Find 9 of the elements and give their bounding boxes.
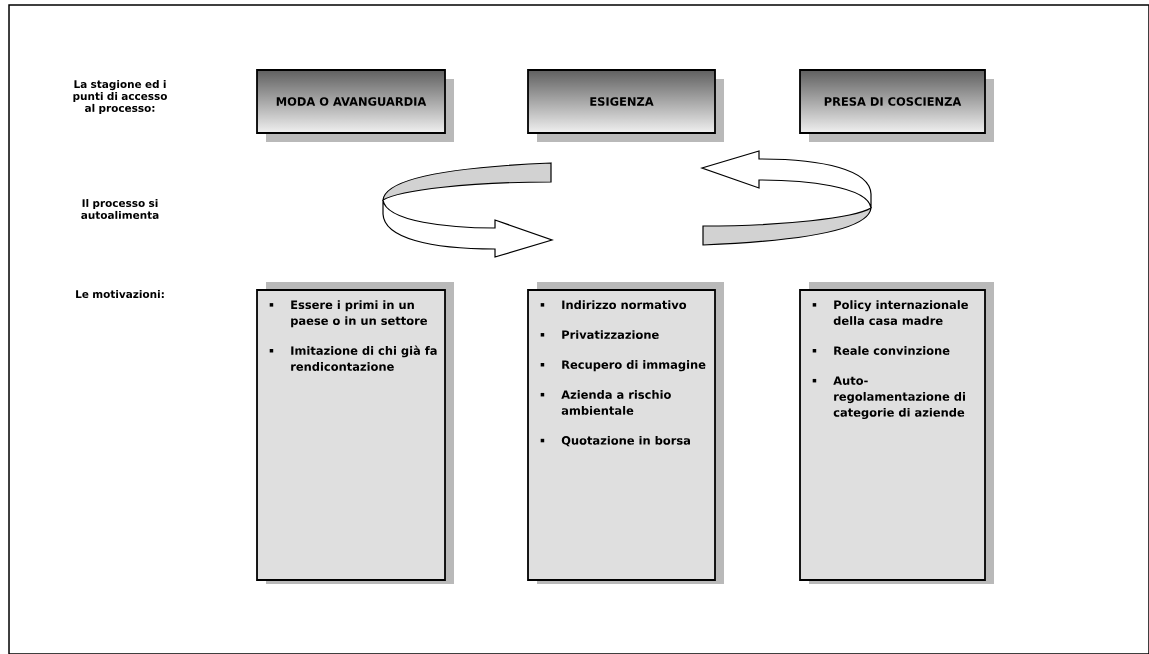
row-label: Le motivazioni: xyxy=(76,289,164,299)
process-box: MODA O AVANGUARDIA xyxy=(256,69,454,142)
row-label: Il processo si autoalimenta xyxy=(81,199,159,219)
motivation-box: Indirizzo normativo Privatizzazione Recupero di immagine Azienda a rischio ambientale Quotazione in borsa xyxy=(527,282,724,584)
motivation-box: Policy internazionale della casa madre Reale convinzione Auto-regolamentazione di categorie di aziende xyxy=(799,282,994,584)
motivation-box: Essere i primi in un paese o in un settore Imitazione di chi già fa rendicontazione xyxy=(256,282,454,584)
row-label: La stagione ed i punti di accesso al processo: xyxy=(73,80,167,114)
process-box: ESIGENZA xyxy=(527,69,724,142)
process-box: PRESA DI COSCIENZA xyxy=(799,69,994,142)
